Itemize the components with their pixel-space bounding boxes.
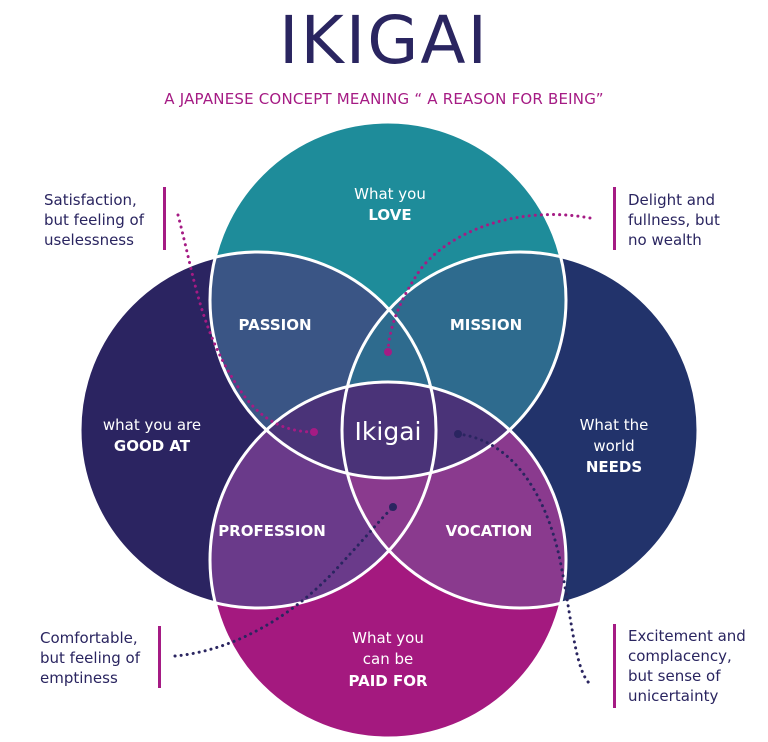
note-bottom-right-bar [613,624,616,708]
connector-top-right [386,213,592,352]
good-at-label-line2: GOOD AT [114,437,191,455]
note-bottom-left: Comfortable, but feeling of emptiness [40,629,141,687]
diagram-title: IKIGAI [279,2,489,79]
connector-top-left [176,213,316,434]
needs-label-line2: world [593,437,634,455]
connector-dot-profession [389,503,397,511]
good-at-label-line1: what you are [103,416,201,434]
diagram-subtitle: A JAPANESE CONCEPT MEANING “ A REASON FO… [164,90,604,108]
note-bottom-left-bar [158,626,161,688]
connector-bottom-left [173,506,394,658]
love-label-line1: What you [354,185,426,203]
needs-label-line3: NEEDS [586,458,642,476]
connector-dot-mission [384,348,392,356]
note-top-right: Delight and fullness, but no wealth [628,191,720,249]
love-label-line2: LOVE [368,206,411,224]
note-bottom-right: Excitement and complacency, but sense of… [628,627,746,705]
paid-for-label-line3: PAID FOR [348,672,427,690]
note-top-left-bar [163,187,166,250]
profession-label: PROFESSION [218,522,326,540]
paid-for-label-line1: What you [352,629,424,647]
paid-for-label-line2: can be [363,650,413,668]
connector-dot-vocation [454,430,462,438]
mission-label: MISSION [450,316,522,334]
passion-label: PASSION [238,316,311,334]
needs-label-line1: What the [580,416,649,434]
vocation-label: VOCATION [446,522,533,540]
connector-dot-passion [310,428,318,436]
note-top-left: Satisfaction, but feeling of uselessness [44,191,145,249]
note-top-right-bar [613,187,616,250]
connector-bottom-right [456,432,592,686]
ikigai-center-label: Ikigai [355,417,422,446]
